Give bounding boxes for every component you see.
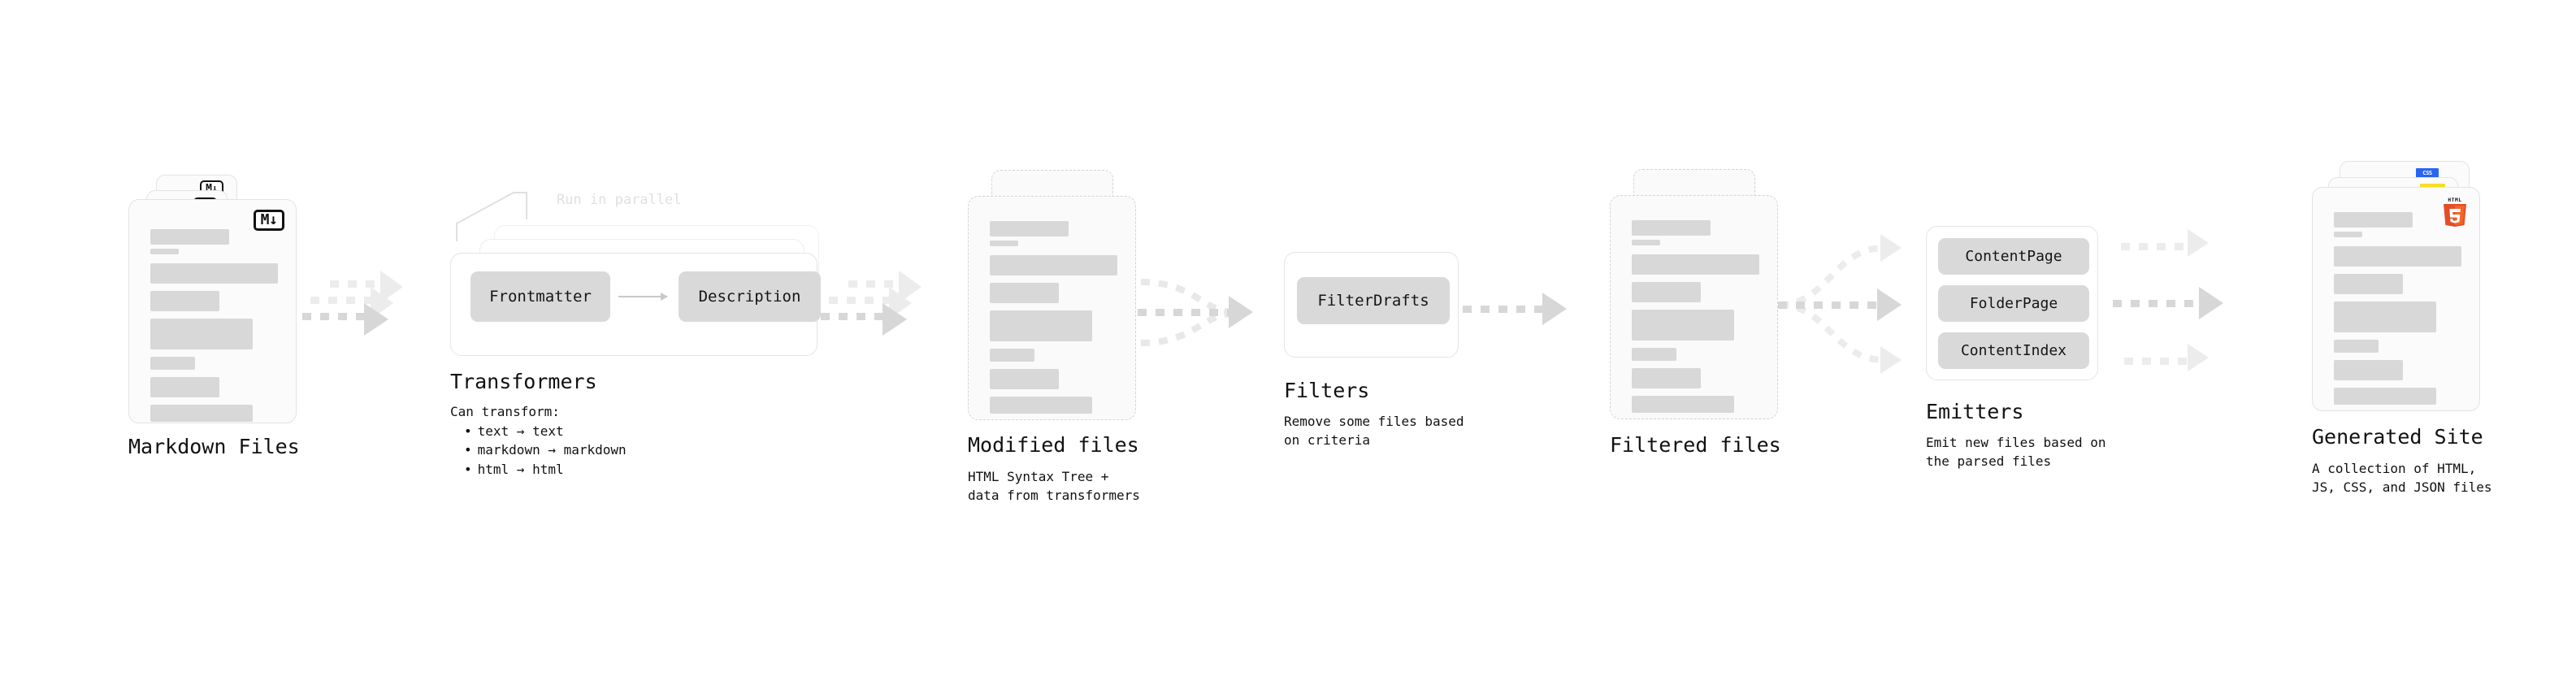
connector-filtered-to-emitters bbox=[1778, 232, 1928, 378]
html5-badge: HTML bbox=[2441, 196, 2469, 227]
doc-skeleton bbox=[990, 221, 1117, 421]
chip-label: FolderPage bbox=[1969, 295, 2058, 312]
transform-list: text → text markdown → markdown html → h… bbox=[450, 422, 627, 479]
caption-sub-generated-site: A collection of HTML, JS, CSS, and JSON … bbox=[2312, 461, 2492, 495]
caption-sub-filters: Remove some files based on criteria bbox=[1284, 414, 1464, 448]
chip-label: FilterDrafts bbox=[1317, 292, 1429, 310]
connector-transformers-to-modified bbox=[821, 271, 926, 345]
stage-markdown-files: M↓ M↓ M↓ Markdown Files bbox=[0, 0, 325, 681]
caption-list-transformers: Can transform: text → text markdown → ma… bbox=[450, 402, 627, 479]
transform-item: html → html bbox=[464, 460, 627, 479]
chip-contentindex[interactable]: ContentIndex bbox=[1938, 332, 2089, 369]
caption-sub-emitters: Emit new files based on the parsed files bbox=[1926, 435, 2106, 469]
chip-label: ContentPage bbox=[1965, 248, 2062, 265]
doc-skeleton bbox=[2334, 212, 2461, 412]
caption-title-markdown-files: Markdown Files bbox=[128, 435, 300, 458]
chip-label: Frontmatter bbox=[489, 288, 592, 306]
doc-skeleton bbox=[1632, 220, 1759, 420]
stage-modified-files: Modified files HTML Syntax Tree + data f… bbox=[951, 0, 1260, 681]
caption-title-filtered-files: Filtered files bbox=[1610, 433, 1781, 457]
transform-item: markdown → markdown bbox=[464, 440, 627, 459]
emitters-panel: ContentPage FolderPage ContentIndex bbox=[1926, 226, 2098, 380]
stage-generated-site: CSS HTML bbox=[2259, 0, 2576, 681]
caption-sub-modified-files: HTML Syntax Tree + data from transformer… bbox=[968, 469, 1140, 503]
caption-title-filters: Filters bbox=[1284, 379, 1370, 402]
connector-modified-to-filters bbox=[1138, 270, 1276, 359]
chip-contentpage[interactable]: ContentPage bbox=[1938, 238, 2089, 275]
markdown-badge-front: M↓ bbox=[254, 210, 284, 231]
chip-description[interactable]: Description bbox=[679, 271, 821, 322]
html5-shield-icon: HTML bbox=[2444, 197, 2466, 227]
stage-filtered-files: Filtered files bbox=[1593, 0, 1902, 681]
stage-emitters: ContentPage FolderPage ContentIndex Emit… bbox=[1918, 0, 2243, 681]
caption-list-lead: Can transform: bbox=[450, 404, 560, 419]
connector-emitters-to-site bbox=[2113, 229, 2267, 386]
caption-title-transformers: Transformers bbox=[450, 370, 597, 393]
chip-label: ContentIndex bbox=[1960, 342, 2067, 359]
svg-text:HTML: HTML bbox=[2448, 197, 2461, 203]
fan-in-curves-icon bbox=[1140, 279, 1234, 346]
chip-filterdrafts[interactable]: FilterDrafts bbox=[1297, 277, 1450, 324]
fan-out-curves-icon bbox=[1779, 245, 1884, 363]
doc-card-front: HTML bbox=[2312, 187, 2480, 411]
caption-title-generated-site: Generated Site bbox=[2312, 425, 2483, 449]
css-badge-text: CSS bbox=[2422, 169, 2432, 176]
transform-item: text → text bbox=[464, 422, 627, 440]
chip-frontmatter[interactable]: Frontmatter bbox=[471, 271, 610, 322]
chip-label: Description bbox=[698, 288, 801, 306]
doc-card-front bbox=[1610, 195, 1778, 419]
transformer-panel-front: Frontmatter Description bbox=[450, 253, 821, 356]
stage-transformers: Run in parallel Frontmatter Description … bbox=[439, 0, 845, 681]
connector-markdown-to-transformers bbox=[302, 271, 408, 345]
stage-filters: FilterDrafts Filters Remove some files b… bbox=[1268, 0, 1560, 681]
connector-filters-to-filtered bbox=[1463, 293, 1593, 333]
doc-skeleton bbox=[150, 229, 278, 429]
chip-folderpage[interactable]: FolderPage bbox=[1938, 285, 2089, 322]
parallel-brace-icon bbox=[456, 192, 527, 241]
caption-title-emitters: Emitters bbox=[1926, 400, 2024, 423]
caption-title-modified-files: Modified files bbox=[968, 433, 1139, 457]
doc-card-front: M↓ bbox=[128, 199, 297, 423]
css-badge: CSS bbox=[2416, 168, 2439, 178]
markdown-badge-text: M↓ bbox=[260, 211, 278, 228]
filters-panel: FilterDrafts bbox=[1284, 252, 1459, 358]
doc-card-front bbox=[968, 196, 1136, 420]
parallel-label: Run in parallel bbox=[557, 192, 682, 208]
